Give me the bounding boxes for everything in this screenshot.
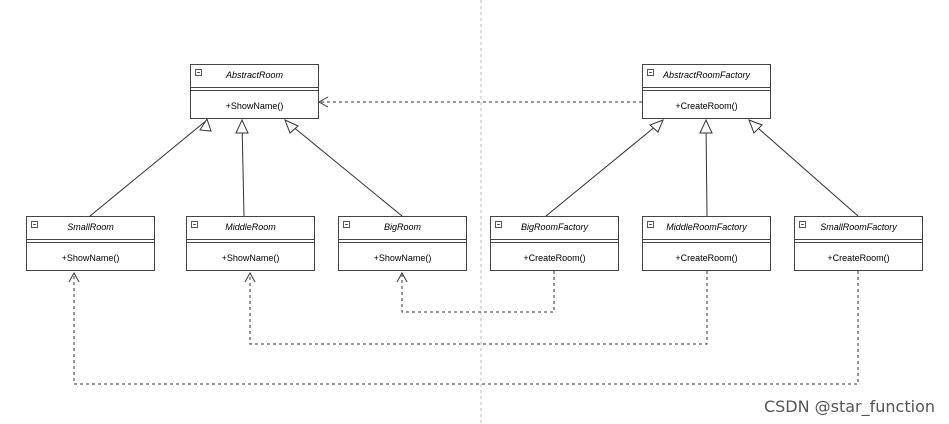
- class-name: SmallRoomFactory: [820, 222, 897, 232]
- dep-middleroom: [249, 271, 708, 345]
- class-name: AbstractRoomFactory: [662, 70, 751, 80]
- class-operation: +ShowName(): [225, 101, 284, 111]
- class-abstract-room-factory[interactable]: AbstractRoomFactory +CreateRoom(): [642, 64, 771, 119]
- class-big-room[interactable]: BigRoom +ShowName(): [338, 216, 467, 271]
- dep-smallroom: [73, 271, 859, 385]
- dep-abstract-arrow: [317, 96, 329, 108]
- class-abstract-room[interactable]: AbstractRoom +ShowName(): [190, 64, 319, 119]
- class-operation: +CreateRoom(): [523, 253, 586, 263]
- inherit-bigroom-arrow: [284, 119, 299, 134]
- class-name: AbstractRoom: [225, 70, 284, 80]
- class-name: BigRoom: [383, 222, 421, 232]
- collapse-icon[interactable]: [647, 69, 654, 76]
- class-name: BigRoomFactory: [520, 222, 589, 232]
- inherit-smallroomfactory-arrow: [748, 119, 763, 134]
- class-small-room-factory[interactable]: SmallRoomFactory +CreateRoom(): [794, 216, 923, 271]
- class-name: MiddleRoom: [225, 222, 276, 232]
- class-operation: +ShowName(): [373, 253, 432, 263]
- class-big-room-factory[interactable]: BigRoomFactory +CreateRoom(): [490, 216, 619, 271]
- class-middle-room[interactable]: MiddleRoom +ShowName(): [186, 216, 315, 271]
- inherit-bigroomfactory: [545, 120, 663, 217]
- class-middle-room-factory[interactable]: MiddleRoomFactory +CreateRoom(): [642, 216, 771, 271]
- class-operation: +CreateRoom(): [827, 253, 890, 263]
- dep-bigroom-arrow: [396, 271, 408, 283]
- dep-middleroom-arrow: [244, 271, 256, 283]
- class-operation: +CreateRoom(): [675, 253, 738, 263]
- collapse-icon[interactable]: [343, 221, 350, 228]
- collapse-icon[interactable]: [31, 221, 38, 228]
- inherit-middleroom: [241, 121, 245, 217]
- inherit-smallroomfactory: [749, 120, 859, 217]
- dep-smallroom-arrow: [68, 271, 80, 283]
- collapse-icon[interactable]: [195, 69, 202, 76]
- class-name: MiddleRoomFactory: [666, 222, 747, 232]
- class-name: SmallRoom: [67, 222, 114, 232]
- inherit-middleroom-arrow: [235, 118, 249, 134]
- collapse-icon[interactable]: [191, 221, 198, 228]
- inherit-smallroom: [89, 119, 208, 217]
- inherit-middleroomfactory-arrow: [699, 118, 713, 134]
- class-operation: +CreateRoom(): [675, 101, 738, 111]
- inherit-smallroom-arrow: [199, 117, 212, 132]
- inherit-bigroom: [285, 120, 403, 217]
- class-operation: +ShowName(): [61, 253, 120, 263]
- collapse-icon[interactable]: [495, 221, 502, 228]
- dep-bigroom: [401, 271, 555, 313]
- class-small-room[interactable]: SmallRoom +ShowName(): [26, 216, 155, 271]
- collapse-icon[interactable]: [799, 221, 806, 228]
- collapse-icon[interactable]: [647, 221, 654, 228]
- inherit-middleroomfactory: [705, 121, 708, 217]
- inherit-bigroomfactory-arrow: [649, 119, 664, 133]
- watermark: CSDN @star_function: [763, 397, 935, 416]
- class-operation: +ShowName(): [221, 253, 280, 263]
